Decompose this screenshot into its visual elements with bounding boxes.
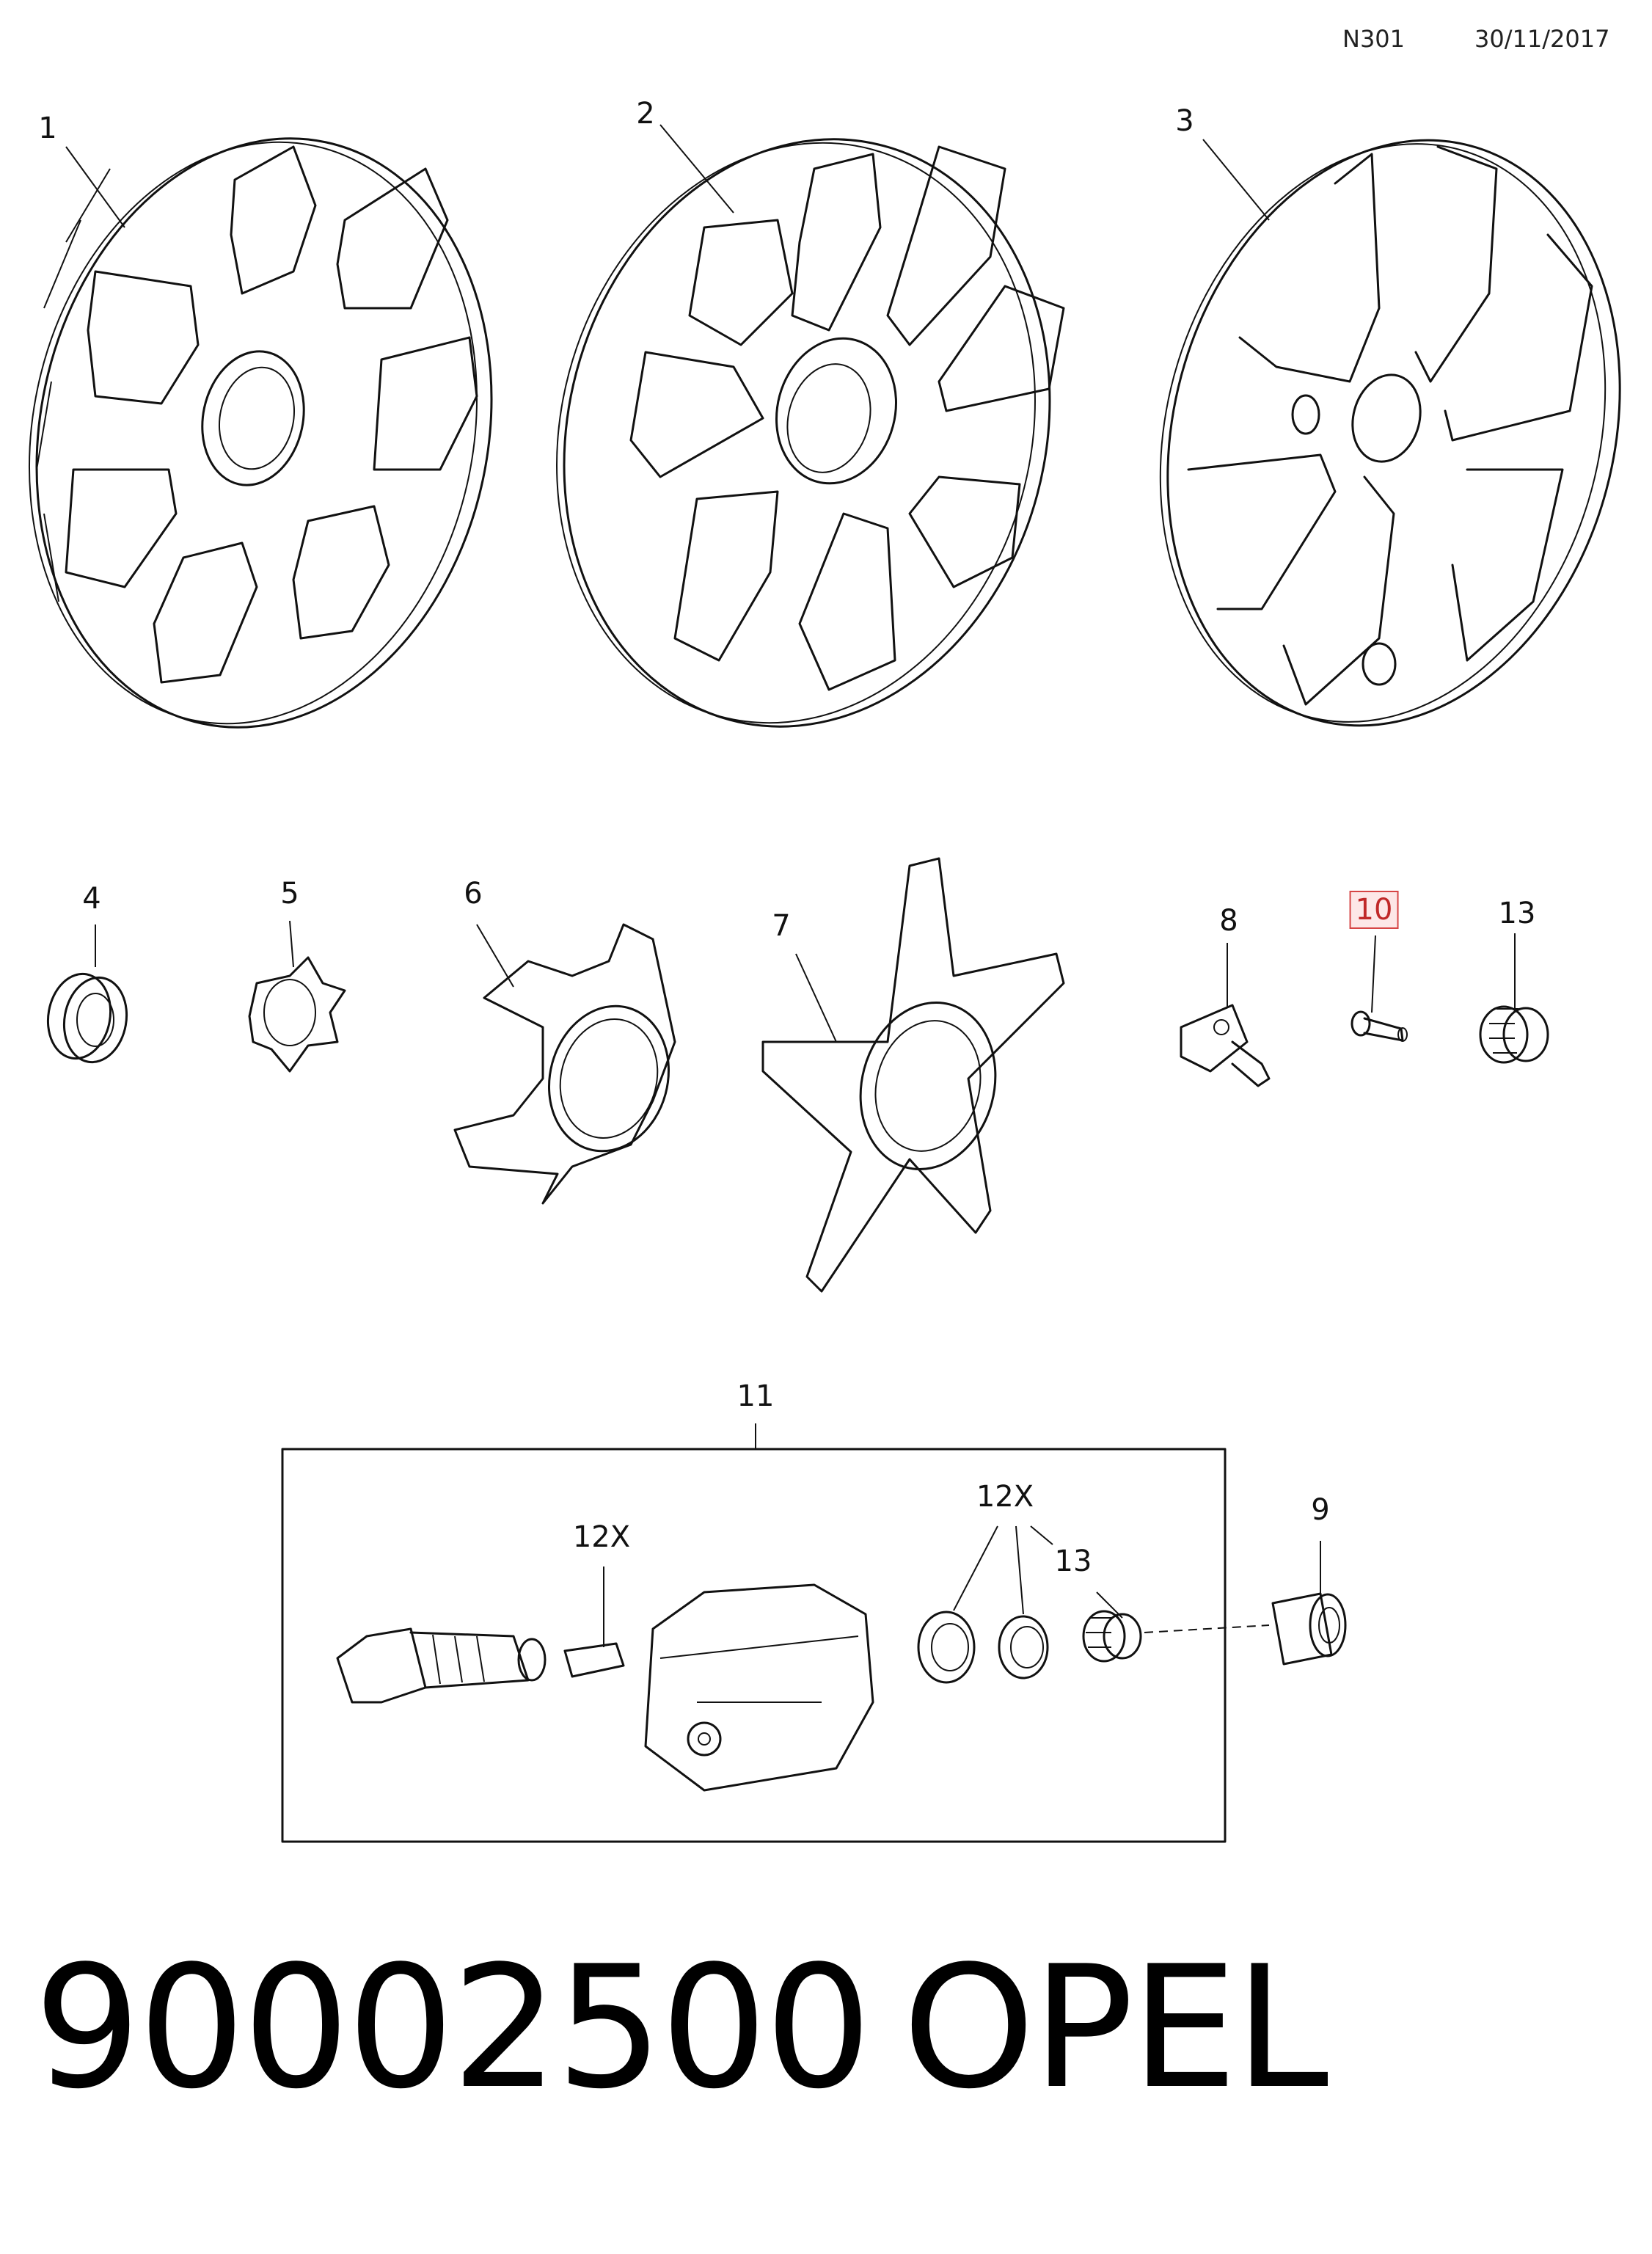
callout-11[interactable]: 11 bbox=[737, 1379, 775, 1413]
assembly-11-frame bbox=[281, 1448, 1227, 1843]
callout-5[interactable]: 5 bbox=[280, 877, 299, 911]
callout-13b[interactable]: 13 bbox=[1054, 1544, 1092, 1578]
center-cap-5[interactable] bbox=[248, 956, 346, 1073]
valve-cap-13b[interactable] bbox=[1082, 1610, 1142, 1663]
callout-10-highlighted[interactable]: 10 bbox=[1349, 891, 1399, 929]
callout-8[interactable]: 8 bbox=[1219, 904, 1238, 938]
callout-1[interactable]: 1 bbox=[38, 112, 57, 145]
spoke-insert-7[interactable] bbox=[761, 857, 1065, 1293]
wheel-cover-1[interactable] bbox=[0, 95, 545, 770]
callout-9[interactable]: 9 bbox=[1311, 1493, 1330, 1527]
center-cap-4[interactable] bbox=[42, 969, 134, 1068]
leader-6 bbox=[476, 924, 514, 988]
callout-7[interactable]: 7 bbox=[772, 909, 791, 943]
tpms-sensor-body[interactable] bbox=[644, 1583, 874, 1792]
leader-2 bbox=[659, 124, 734, 214]
callout-13[interactable]: 13 bbox=[1498, 897, 1536, 930]
seal-ring-12x[interactable] bbox=[917, 1611, 1049, 1684]
part-number: 90002500 bbox=[34, 1930, 872, 2126]
leader-10 bbox=[1371, 935, 1376, 1013]
diagram-date: 30/11/2017 bbox=[1474, 25, 1610, 53]
callout-3[interactable]: 3 bbox=[1175, 104, 1194, 138]
callout-12x-a[interactable]: 12X bbox=[572, 1520, 631, 1554]
spoke-insert-6[interactable] bbox=[453, 923, 684, 1205]
callout-2[interactable]: 2 bbox=[636, 97, 655, 131]
callout-4[interactable]: 4 bbox=[82, 882, 101, 916]
brand-name: OPEL bbox=[902, 1930, 1328, 2126]
leader-1 bbox=[65, 146, 125, 228]
valve-tool-9[interactable] bbox=[1271, 1592, 1347, 1666]
leader-13b bbox=[1096, 1591, 1123, 1619]
callout-6[interactable]: 6 bbox=[464, 877, 483, 911]
leader-12x-b2 bbox=[1015, 1525, 1024, 1615]
axis-line bbox=[1144, 1624, 1270, 1633]
callout-12x-b[interactable]: 12X bbox=[976, 1480, 1034, 1514]
wheel-cover-2[interactable] bbox=[493, 84, 1114, 782]
valve-cap-13[interactable] bbox=[1479, 1005, 1549, 1064]
valve-stem-assembly[interactable] bbox=[336, 1627, 625, 1704]
valve-10[interactable] bbox=[1351, 1010, 1408, 1042]
leader-5 bbox=[289, 920, 294, 968]
leader-3 bbox=[1202, 139, 1270, 221]
leader-12x-b3 bbox=[1030, 1525, 1053, 1545]
leader-12x-b1 bbox=[953, 1525, 998, 1611]
wheel-cover-3[interactable] bbox=[1098, 89, 1652, 777]
leader-7 bbox=[795, 953, 837, 1043]
diagram-code: N301 bbox=[1342, 25, 1406, 53]
tpms-sensor-8[interactable] bbox=[1180, 1004, 1271, 1087]
